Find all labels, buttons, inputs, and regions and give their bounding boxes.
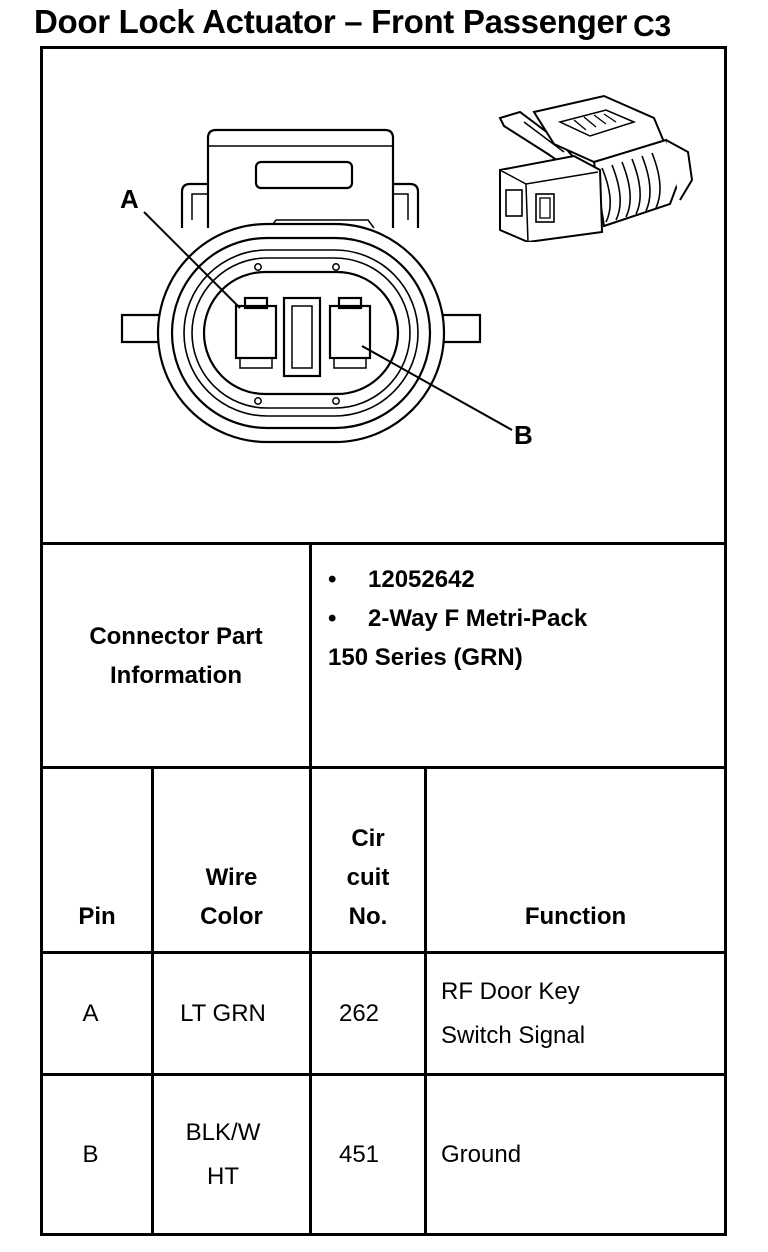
row-b-pin: B <box>82 1140 99 1168</box>
col-divider-1 <box>151 766 154 1236</box>
frame-right <box>724 46 727 1236</box>
header-pin: Pin <box>43 769 151 936</box>
connector-info-details: •12052642 •2-Way F Metri-Pack 150 Series… <box>328 560 587 677</box>
connector-info-label-line2: Information <box>110 661 242 689</box>
header-circuit-line3: No. <box>348 903 388 930</box>
connector-3d-view <box>498 94 694 242</box>
connector-info-item: •2-Way F Metri-Pack <box>328 605 588 632</box>
row-a-function-line1: RF Door Key <box>441 977 580 1005</box>
row-b-wire-color: BLK/W HT <box>154 1076 292 1233</box>
header-pin-label: Pin <box>78 903 116 930</box>
row-a-wire-color: LT GRN <box>180 999 266 1027</box>
frame-top <box>40 46 727 49</box>
divider-diagram <box>40 542 727 545</box>
divider-header <box>40 951 727 954</box>
header-circuit: Cir cuit No. <box>312 769 424 936</box>
title-text: Door Lock Actuator – Front Passenger <box>34 3 628 40</box>
col-divider-3 <box>424 766 427 1236</box>
connector-info-item: •12052642 <box>328 566 475 593</box>
header-function-label: Function <box>524 903 627 930</box>
part-number: 12052642 <box>368 566 475 593</box>
row-b-function-line1: Ground <box>441 1140 522 1168</box>
callout-b: B <box>514 420 533 450</box>
connector-info-label-line1: Connector Part <box>89 622 263 650</box>
row-a-function-line2: Switch Signal <box>441 1021 586 1049</box>
row-b-wire-color-line1: BLK/W <box>185 1118 261 1146</box>
connector-face-diagram <box>120 128 513 444</box>
header-wire-color-line1: Wire <box>205 864 258 891</box>
row-a-function: RF Door Key Switch Signal <box>441 954 721 1073</box>
callout-a: A <box>120 184 139 214</box>
connector-info-label: Connector Part Information <box>43 545 309 766</box>
header-function: Function <box>427 769 724 936</box>
row-a-circuit: 262 <box>338 999 380 1027</box>
row-a-pin: A <box>82 999 99 1027</box>
connector-code: C3 <box>633 10 671 43</box>
row-b-function: Ground <box>441 1076 721 1233</box>
row-b-circuit: 451 <box>338 1140 380 1168</box>
header-wire-color: Wire Color <box>154 769 309 936</box>
frame-bottom <box>40 1233 727 1236</box>
header-circuit-line2: cuit <box>346 864 390 891</box>
header-wire-color-line2: Color <box>200 903 263 930</box>
col-divider-info <box>309 542 312 769</box>
col-divider-2 <box>309 766 312 1236</box>
connector-type: 2-Way F Metri-Pack <box>368 605 588 632</box>
divider-row-a <box>40 1073 727 1076</box>
row-b-wire-color-line2: HT <box>207 1162 239 1190</box>
frame-left <box>40 46 43 1236</box>
connector-series: 150 Series (GRN) <box>328 644 523 671</box>
divider-info <box>40 766 727 769</box>
header-circuit-line1: Cir <box>351 825 385 852</box>
